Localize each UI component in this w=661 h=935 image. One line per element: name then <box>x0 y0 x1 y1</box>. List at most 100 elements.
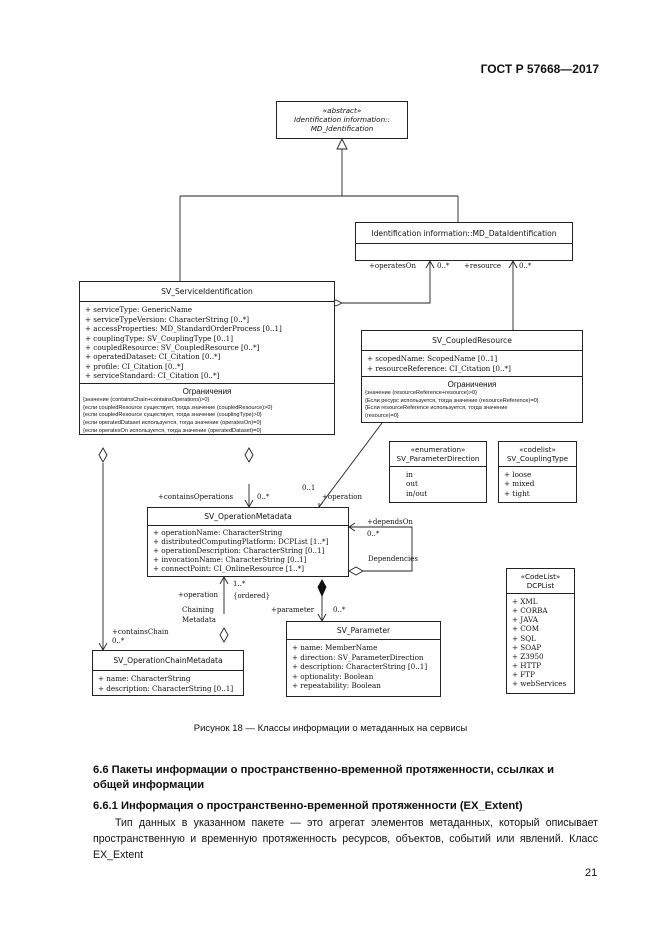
data-identification-title: Identification information::MD_DataIdent… <box>356 223 572 245</box>
service-identification-title: SV_ServiceIdentification <box>80 282 334 303</box>
diagram-connectors <box>98 137 518 651</box>
ordered-label: {ordered} <box>233 592 271 600</box>
coupled-resource-class: SV_CoupledResource + scopedName: ScopedN… <box>361 330 583 423</box>
document-id: ГОСТ Р 57668—2017 <box>480 62 599 76</box>
abstract-line2: MD_Identification <box>310 124 374 133</box>
parameter-class: SV_Parameter + name: MemberName + direct… <box>286 621 441 697</box>
constraint: {если coupledResource существует, тогда … <box>83 404 273 411</box>
operation-chain-metadata-title: SV_OperationChainMetadata <box>93 651 243 672</box>
dependencies-label: Dependencies <box>368 555 418 563</box>
data-identification-class: Identification information::MD_DataIdent… <box>355 222 573 261</box>
codelist-value: + HTTP <box>512 660 542 670</box>
constraints-header: Ограничения <box>182 387 232 397</box>
dcplist-title: DCPList <box>526 581 555 590</box>
parameter-direction-title: SV_ParameterDirection <box>396 454 480 463</box>
chain-multiplicity: 1..* <box>233 580 246 588</box>
constraint: {значение (containsChain+containsOperati… <box>83 397 210 404</box>
section-heading: 6.6 Пакеты информации о пространственно-… <box>93 764 554 791</box>
constraint: {значение (resourceReference+resource)>0… <box>365 390 477 397</box>
service-identification-attributes: + serviceType: GenericName + serviceType… <box>80 302 334 383</box>
attribute: + invocationName: CharacterString [0..1] <box>153 554 307 564</box>
figure-caption: Рисунок 18 — Классы информации о метадан… <box>193 723 468 734</box>
attribute: + couplingType: SV_CouplingType [0..1] <box>85 333 234 343</box>
attribute: + repeatability: Boolean <box>292 680 381 690</box>
attribute: + description: CharacterString [0..1] <box>292 662 428 672</box>
codelist-value: + mixed <box>504 479 535 489</box>
chaining-label: Chaining <box>182 606 215 614</box>
enum-value: in <box>406 470 413 479</box>
resource-label: +resource <box>464 262 502 270</box>
operation-label: +operation <box>322 493 362 501</box>
codelist-value: + FTP <box>512 670 535 680</box>
dcplist-stereotype: «CodeList» <box>520 572 561 581</box>
constraints-header: Ограничения <box>447 380 497 390</box>
page-number: 21 <box>585 867 598 879</box>
codelist-value: + CORBA <box>512 606 548 616</box>
operates-on-label: +operatesOn <box>369 262 417 270</box>
attribute: + coupledResource: SV_CoupledResource [0… <box>85 342 260 352</box>
constraint: {если operatesOn используется, тогда зна… <box>83 427 262 434</box>
operation-metadata-title: SV_OperationMetadata <box>148 508 348 527</box>
paragraph-text: Тип данных в указанном пакете — это агре… <box>93 817 598 861</box>
attribute: + serviceStandard: CI_Citation [0..*] <box>85 371 220 380</box>
service-identification-constraints: Ограничения {значение (containsChain+con… <box>80 383 334 438</box>
contains-chain-multiplicity: 0..* <box>112 637 125 645</box>
depends-on-multiplicity: 0..* <box>367 530 380 538</box>
parameter-multiplicity: 0..* <box>333 606 346 614</box>
contains-chain-label: +containsChain <box>112 628 169 636</box>
body-paragraph: Тип данных в указанном пакете — это агре… <box>93 815 598 863</box>
enum-value: out <box>406 479 418 489</box>
attribute: + serviceTypeVersion: CharacterString [0… <box>85 314 250 324</box>
codelist-value: + COM <box>512 624 540 634</box>
operates-on-multiplicity: 0..* <box>437 262 450 270</box>
resource-multiplicity: 0..* <box>519 262 532 270</box>
operation-metadata-class: SV_OperationMetadata + operationName: Ch… <box>147 507 349 577</box>
service-identification-class: SV_ServiceIdentification + serviceType: … <box>79 281 335 435</box>
coupling-type-class: «codelist» SV_CouplingType + loose + mix… <box>498 441 577 503</box>
attribute: + serviceType: GenericName <box>85 305 193 315</box>
attribute: + operationDescription: CharacterString … <box>153 546 325 556</box>
coupling-type-title: SV_CouplingType <box>506 454 569 463</box>
codelist-value: + SOAP <box>512 642 542 652</box>
codelist-value: + loose <box>504 470 532 479</box>
contains-operations-label: +containsOperations <box>158 493 234 501</box>
constraint: {Если ресурс используется, тогда значени… <box>365 397 539 404</box>
chain-operation-label: +operation <box>178 591 218 599</box>
attribute: + name: CharacterString <box>98 674 191 684</box>
parameter-label: +parameter <box>271 606 315 614</box>
abstract-md-identification-class: «abstract» Identification information:: … <box>276 101 408 139</box>
operation-multiplicity: 0..1 <box>302 484 316 492</box>
coupling-type-stereotype: «codelist» <box>519 445 556 454</box>
operation-chain-metadata-class: SV_OperationChainMetadata + name: Charac… <box>92 650 244 696</box>
abstract-line1: Identification information:: <box>294 115 390 124</box>
coupled-resource-title: SV_CoupledResource <box>362 331 582 352</box>
constraint: (resource)=0} <box>365 412 399 419</box>
parameter-direction-stereotype: «enumeration» <box>410 445 466 454</box>
parameter-title: SV_Parameter <box>287 622 440 641</box>
attribute: + name: MemberName <box>292 643 378 653</box>
enum-value: in/out <box>406 488 428 498</box>
attribute: + connectPoint: CI_OnlineResource [1..*] <box>153 563 305 573</box>
attribute: + accessProperties: MD_StandardOrderProc… <box>85 324 282 334</box>
attribute: + optionality: Boolean <box>292 671 374 681</box>
codelist-value: + XML <box>512 597 538 606</box>
attribute: + direction: SV_ParameterDirection <box>292 652 424 662</box>
metadata-label: Metadata <box>182 616 216 624</box>
attribute: + profile: CI_Citation [0..*] <box>85 361 184 371</box>
attribute: + operatedDataset: CI_Citation [0..*] <box>85 352 221 362</box>
attribute: + description: CharacterString [0..1] <box>98 683 234 693</box>
attribute: + scopedName: ScopedName [0..1] <box>367 354 498 364</box>
constraint: {если operatedDataset используется, тогд… <box>83 420 262 426</box>
attribute: + distributedComputingPlatform: DCPList … <box>153 537 329 547</box>
codelist-value: + tight <box>504 488 530 498</box>
constraint: {Если resourceReference используется, то… <box>365 405 508 412</box>
dcplist-class: «CodeList» DCPList + XML + CORBA + JAVA … <box>506 568 575 694</box>
abstract-stereotype: «abstract» <box>322 106 362 115</box>
codelist-value: + JAVA <box>512 615 538 625</box>
codelist-value: + Z3950 <box>512 651 544 661</box>
attribute: + resourceReference: CI_Citation [0..*] <box>367 363 511 373</box>
codelist-value: + webServices <box>512 679 567 689</box>
codelist-value: + SQL <box>512 633 536 643</box>
parameter-direction-class: «enumeration» SV_ParameterDirection in o… <box>389 441 487 503</box>
constraint: {если coupledResource существует, тогда … <box>83 412 262 419</box>
